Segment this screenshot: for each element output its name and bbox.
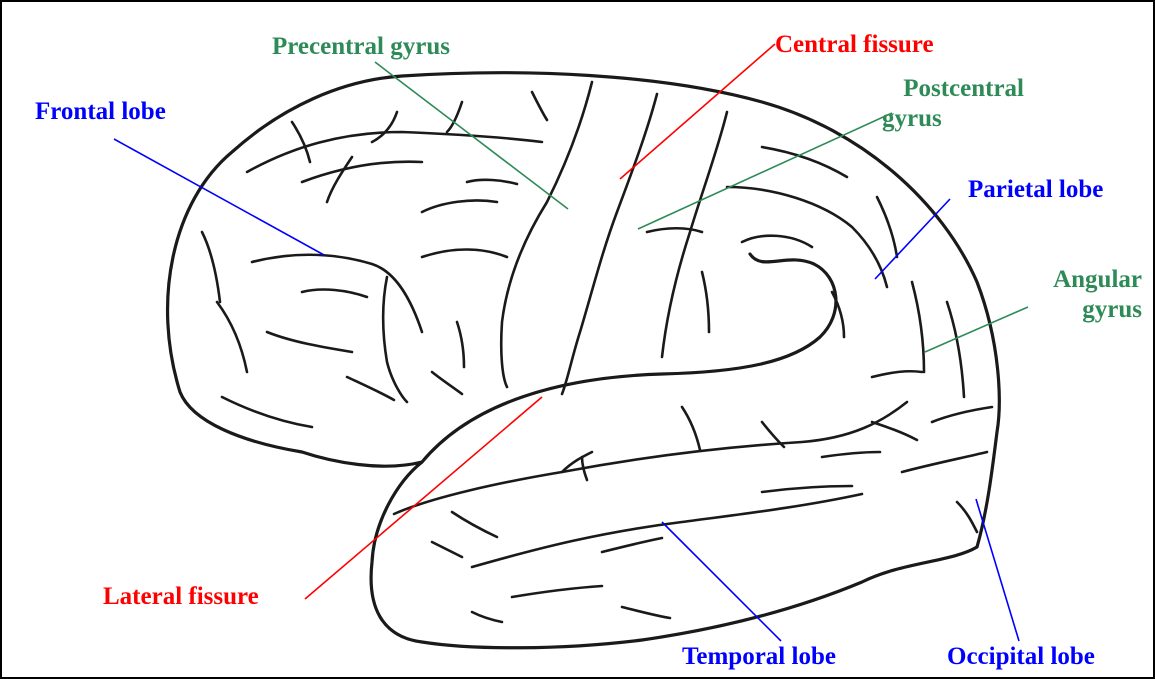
postcentral-gyrus-label-line1: Postcentral xyxy=(882,74,1024,104)
angular-gyrus-label-line1: Angular xyxy=(1012,265,1142,295)
lateral-fissure-label: Lateral fissure xyxy=(103,582,259,612)
angular-gyrus-label: Angular gyrus xyxy=(1012,265,1142,325)
occipital-lobe-label: Occipital lobe xyxy=(947,642,1095,672)
temporal-lobe-contour xyxy=(422,254,836,462)
frontal-lobe-label: Frontal lobe xyxy=(35,97,166,127)
precentral-gyrus-label: Precentral gyrus xyxy=(272,32,450,62)
postcentral-sulcus-line xyxy=(662,112,727,357)
occipital-lobe-leader xyxy=(976,499,1019,641)
central-fissure-leader xyxy=(620,44,775,179)
lateral-fissure-leader xyxy=(305,397,542,599)
postcentral-gyrus-label: Postcentral gyrus xyxy=(882,74,1024,134)
brain-outline xyxy=(168,73,1000,648)
postcentral-gyrus-label-line2: gyrus xyxy=(882,104,1024,134)
angular-gyrus-label-line2: gyrus xyxy=(1012,295,1142,325)
central-fissure-label: Central fissure xyxy=(775,30,934,60)
frontal-lobe-leader xyxy=(114,139,324,255)
precentral-gyrus-leader xyxy=(375,62,568,209)
parietal-lobe-leader xyxy=(875,199,950,279)
parietal-lobe-label: Parietal lobe xyxy=(968,175,1103,205)
central-sulcus-line xyxy=(562,94,657,394)
inferior-temporal-sulcus xyxy=(472,494,862,567)
temporal-lobe-label: Temporal lobe xyxy=(682,642,836,672)
temporal-lobe-leader xyxy=(662,522,781,641)
